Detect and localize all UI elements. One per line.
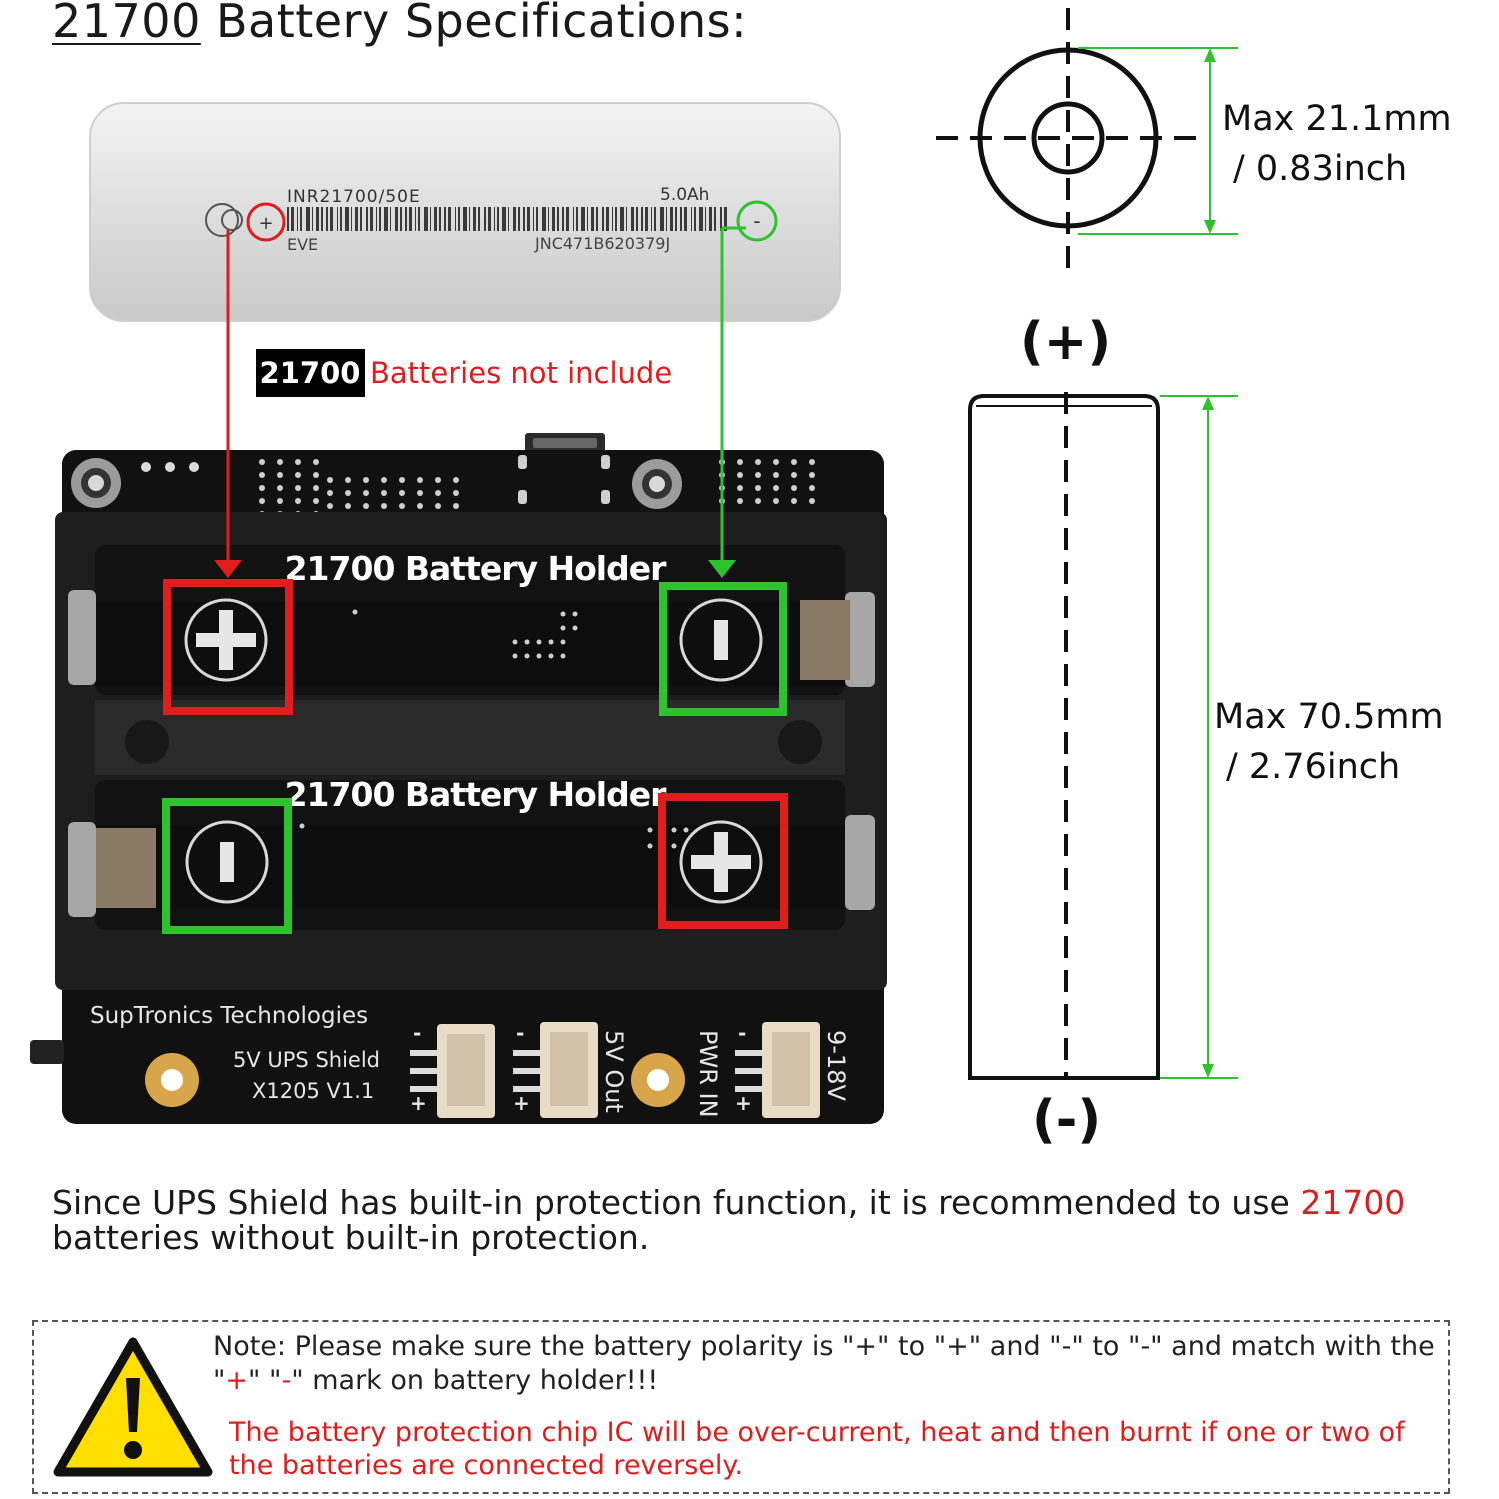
length-in: / 2.76inch	[1226, 747, 1401, 787]
diameter-in: / 0.83inch	[1233, 149, 1408, 189]
pin-plus-3: +	[735, 1091, 752, 1115]
recommendation-part2: batteries without built-in protection.	[52, 1218, 650, 1257]
pin-plus-1: +	[410, 1091, 427, 1115]
note-minus: -	[281, 1365, 292, 1396]
arrow-down-icon	[214, 230, 242, 578]
title-number: 21700	[52, 0, 201, 48]
pin-minus-2: -	[516, 1021, 524, 1045]
holder-label-top: 21700 Battery Holder	[285, 549, 668, 588]
diameter-mm: Max 21.1mm	[1222, 99, 1452, 139]
cell-plus-text: +	[258, 213, 273, 234]
minus-terminal-icon	[185, 820, 269, 904]
recommendation-part1: Since UPS Shield has built-in protection…	[52, 1183, 1301, 1222]
label-voltage: 9-18V	[822, 1030, 850, 1101]
cell-end-view	[936, 8, 1238, 270]
connector-left	[410, 1024, 495, 1118]
recommendation-text: Since UPS Shield has built-in protection…	[52, 1185, 1472, 1255]
minus-highlight-bottom	[162, 798, 292, 934]
not-included-badge: 21700	[260, 356, 361, 390]
cell-side-view	[968, 392, 1238, 1080]
board-maker: SupTronics Technologies	[90, 1003, 368, 1029]
note-part1: Note: Please make sure the battery polar…	[213, 1331, 1435, 1396]
pin-minus-1: -	[413, 1021, 421, 1045]
page-title: 21700 Battery Specifications:	[52, 0, 747, 48]
cell-logo-icon	[205, 203, 239, 237]
label-5v-out: 5V Out	[600, 1030, 628, 1113]
pin-minus-3: -	[738, 1021, 746, 1045]
battery-cell: INR21700/50E 5.0Ah EVE JNC471B620379J + …	[89, 102, 841, 322]
cell-model: INR21700/50E	[287, 187, 421, 207]
arrow-down-icon	[708, 226, 746, 578]
plus-terminal-icon	[184, 598, 268, 682]
negative-end-label: (-)	[1032, 1090, 1102, 1150]
note-plus: +	[225, 1365, 249, 1396]
positive-end-label: (+)	[1020, 312, 1112, 372]
plus-terminal-icon	[679, 820, 763, 904]
connector-5v-out	[513, 1022, 598, 1118]
length-mm: Max 70.5mm	[1214, 697, 1444, 737]
board-version: X1205 V1.1	[252, 1079, 374, 1103]
note-part2: " "	[248, 1365, 282, 1396]
warning-icon	[53, 1337, 213, 1477]
note-box	[32, 1320, 1450, 1494]
minus-terminal-icon	[679, 598, 763, 682]
cell-minus-marker	[736, 200, 778, 242]
pin-plus-2: +	[513, 1091, 530, 1115]
warning-text: The battery protection chip IC will be o…	[229, 1417, 1405, 1481]
board-product: 5V UPS Shield	[233, 1048, 380, 1072]
cell-minus-text: -	[753, 209, 760, 233]
recommendation-highlight: 21700	[1300, 1183, 1406, 1222]
holder-label-bottom: 21700 Battery Holder	[285, 775, 668, 814]
title-text: Battery Specifications:	[215, 0, 748, 48]
board-silkscreen: SupTronics Technologies 5V UPS Shield X1…	[90, 1003, 850, 1118]
cell-serial: JNC471B620379J	[534, 234, 670, 253]
label-pwr-in: PWR IN	[694, 1030, 722, 1118]
connector-pwr-in	[735, 1022, 820, 1118]
cell-barcode	[287, 207, 727, 231]
battery-holder: 21700 Battery Holder 21700 Battery Holde…	[55, 512, 887, 990]
cell-capacity: 5.0Ah	[660, 185, 709, 205]
plus-highlight-top	[163, 579, 293, 715]
not-included-badge-bg	[256, 349, 365, 397]
minus-highlight-top	[659, 582, 787, 716]
note-text: Note: Please make sure the battery polar…	[213, 1330, 1443, 1398]
plus-highlight-bottom	[658, 793, 788, 929]
cell-plus-marker	[246, 202, 286, 242]
not-included-text: Batteries not include	[370, 356, 672, 390]
cell-brand: EVE	[287, 235, 318, 254]
note-part3: " mark on battery holder!!!	[291, 1365, 659, 1396]
